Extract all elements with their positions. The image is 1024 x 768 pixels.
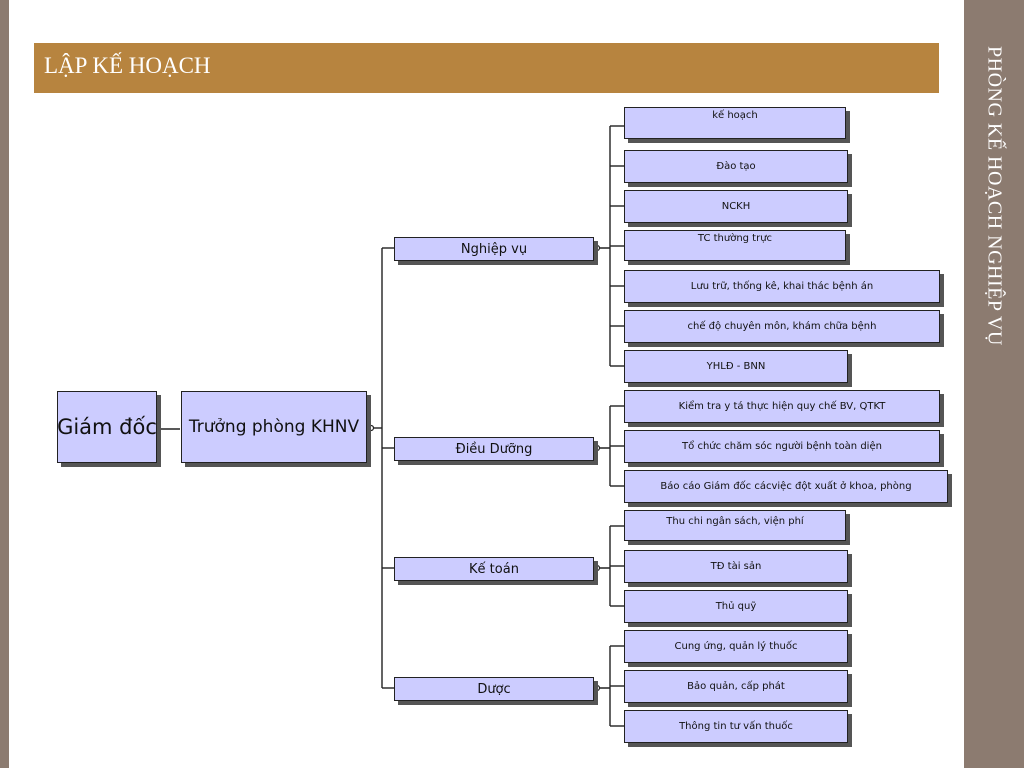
- leaf-kiem-tra: Kiểm tra y tá thực hiện quy chế BV, QTKT: [624, 390, 940, 423]
- leaf-cung-ung: Cung ứng, quản lý thuốc: [624, 630, 848, 663]
- leaf-che-do: chế độ chuyên môn, khám chữa bệnh: [624, 310, 940, 343]
- branch-dieu-duong: Điều Dưỡng: [394, 437, 594, 461]
- leaf-tc-thuong-truc: TC thường trực: [624, 230, 846, 261]
- leaf-thu-quy: Thủ quỹ: [624, 590, 848, 623]
- side-title-text: PHÒNG KẾ HOẠCH NGHIỆP VỤ: [983, 46, 1006, 346]
- leaf-thu-chi: Thu chi ngân sách, viện phí: [624, 510, 846, 541]
- leaf-bao-cao: Báo cáo Giám đốc cácviệc đột xuất ở khoa…: [624, 470, 948, 503]
- giam-doc-box: Giám đốc: [57, 391, 157, 463]
- leaf-thong-tin: Thông tin tư vấn thuốc: [624, 710, 848, 743]
- slide-title-bar: LẬP KẾ HOẠCH: [34, 43, 939, 93]
- leaf-nckh: NCKH: [624, 190, 848, 223]
- slide-title: LẬP KẾ HOẠCH: [44, 53, 211, 78]
- branch-duoc: Dược: [394, 677, 594, 701]
- truong-phong-box: Trưởng phòng KHNV: [181, 391, 367, 463]
- leaf-ke-hoach: kế hoạch: [624, 107, 846, 139]
- left-border-bar: [0, 0, 9, 768]
- leaf-yhld-bnn: YHLĐ - BNN: [624, 350, 848, 383]
- leaf-luu-tru: Lưu trữ, thống kê, khai thác bệnh án: [624, 270, 940, 303]
- leaf-td-tai-san: TĐ tài sản: [624, 550, 848, 583]
- branch-nghiep-vu: Nghiệp vụ: [394, 237, 594, 261]
- leaf-bao-quan: Bảo quản, cấp phát: [624, 670, 848, 703]
- side-title: PHÒNG KẾ HOẠCH NGHIỆP VỤ: [964, 0, 1024, 768]
- right-side-panel: [964, 0, 1024, 768]
- branch-ke-toan: Kế toán: [394, 557, 594, 581]
- leaf-dao-tao: Đào tạo: [624, 150, 848, 183]
- leaf-to-chuc: Tổ chức chăm sóc người bệnh toàn diện: [624, 430, 940, 463]
